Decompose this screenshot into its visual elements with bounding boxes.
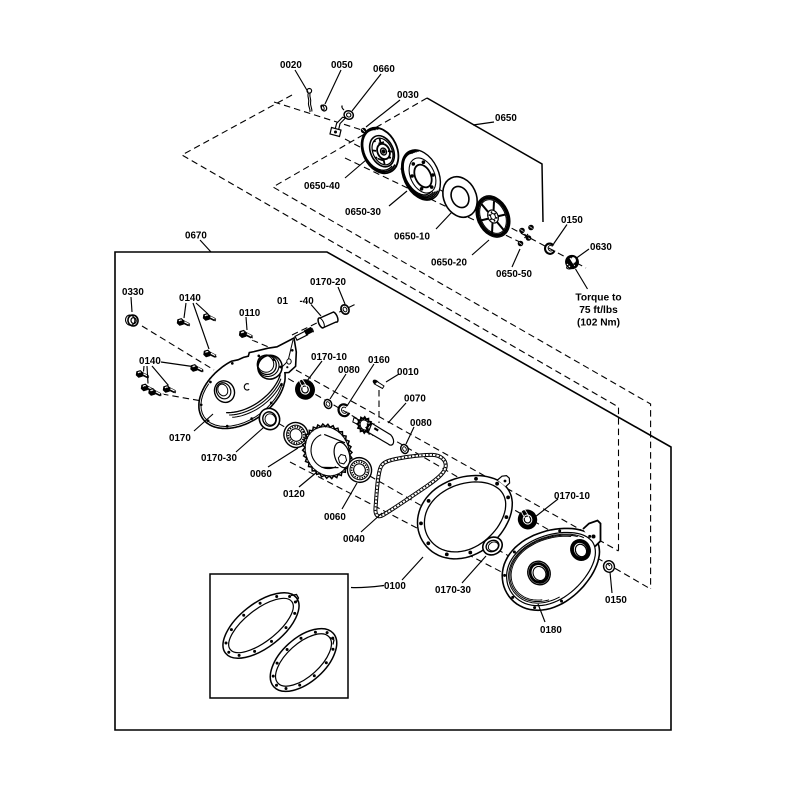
svg-text:0170-10: 0170-10 (554, 491, 591, 502)
svg-text:(102 Nm): (102 Nm) (577, 318, 620, 329)
svg-text:0170: 0170 (169, 433, 191, 444)
svg-text:0050: 0050 (331, 60, 353, 71)
svg-text:0650-50: 0650-50 (496, 269, 533, 280)
svg-text:0170-20: 0170-20 (310, 277, 347, 288)
svg-text:0650-10: 0650-10 (394, 232, 431, 243)
svg-text:0160: 0160 (368, 355, 390, 366)
svg-text:0040: 0040 (343, 534, 365, 545)
svg-text:0020: 0020 (280, 60, 302, 71)
svg-text:0670: 0670 (185, 231, 207, 242)
svg-text:0140: 0140 (139, 356, 161, 367)
svg-text:0150: 0150 (561, 215, 583, 226)
svg-text:75 ft/lbs: 75 ft/lbs (579, 305, 618, 316)
svg-text:0650-30: 0650-30 (345, 207, 382, 218)
svg-text:0080: 0080 (338, 365, 360, 376)
svg-text:0650-40: 0650-40 (304, 181, 341, 192)
svg-text:0030: 0030 (397, 90, 419, 101)
svg-text:Torque to: Torque to (575, 293, 621, 304)
svg-text:0660: 0660 (373, 64, 395, 75)
svg-text:0060: 0060 (250, 469, 272, 480)
svg-text:0080: 0080 (410, 418, 432, 429)
svg-text:0170-10: 0170-10 (311, 352, 348, 363)
svg-text:0070: 0070 (404, 394, 426, 405)
svg-text:0170-30: 0170-30 (201, 453, 238, 464)
svg-text:0110: 0110 (239, 308, 261, 319)
svg-text:01: 01 (277, 296, 288, 307)
svg-text:0180: 0180 (540, 625, 562, 636)
svg-text:0100: 0100 (384, 581, 406, 592)
svg-text:0650-20: 0650-20 (431, 258, 468, 269)
svg-text:0010: 0010 (397, 367, 419, 378)
svg-text:0120: 0120 (283, 489, 305, 500)
svg-text:0630: 0630 (590, 242, 612, 253)
svg-text:0650: 0650 (495, 113, 517, 124)
svg-text:0330: 0330 (122, 287, 144, 298)
svg-text:0150: 0150 (605, 595, 627, 606)
svg-text:-40: -40 (300, 296, 315, 307)
svg-text:0060: 0060 (324, 512, 346, 523)
svg-text:0140: 0140 (179, 293, 201, 304)
svg-text:0170-30: 0170-30 (435, 585, 472, 596)
